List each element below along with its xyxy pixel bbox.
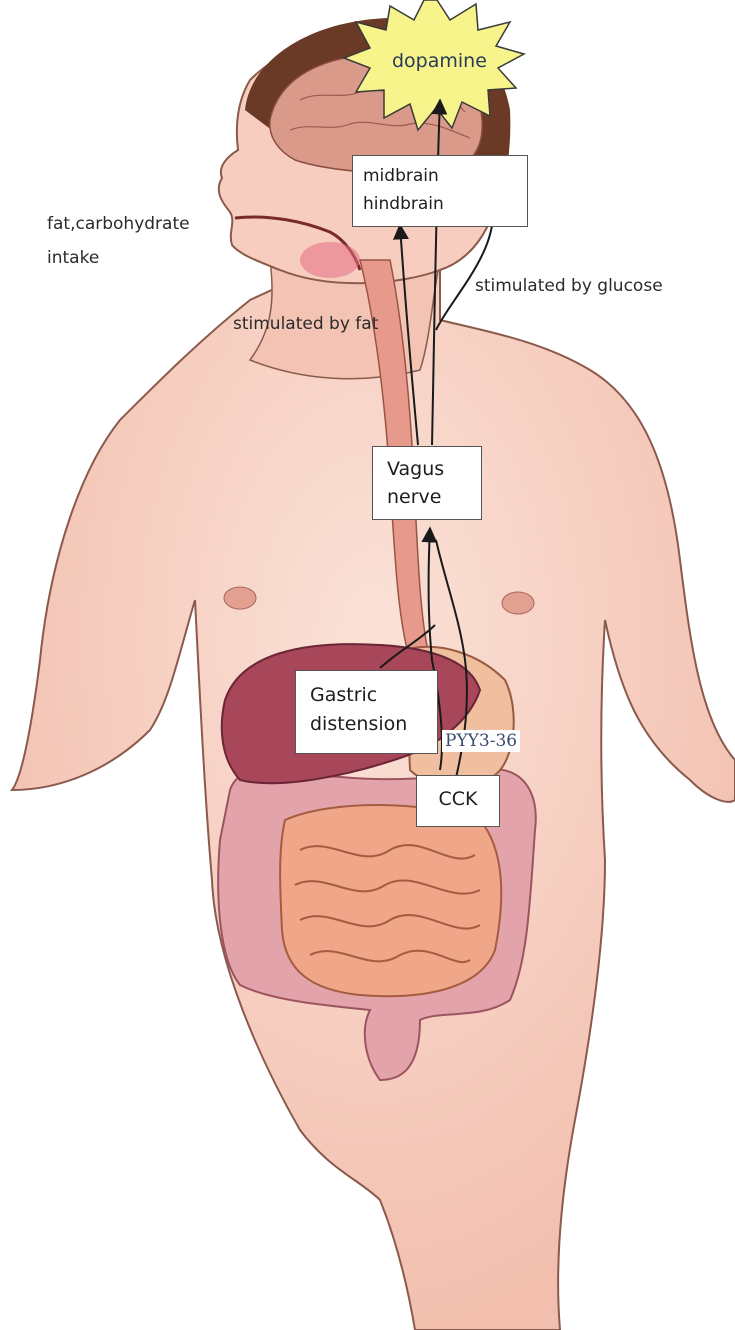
pyy-label: PYY3-36	[442, 730, 520, 752]
gastric-label-line1: Gastric	[310, 681, 423, 710]
fat-carb-intake-label: fat,carbohydrate intake	[47, 207, 190, 275]
cck-box: CCK	[416, 775, 500, 827]
stimulated-by-fat-label: stimulated by fat	[233, 314, 378, 334]
vagus-nerve-box: Vagus nerve	[372, 446, 482, 520]
stimulated-by-glucose-label: stimulated by glucose	[475, 276, 663, 296]
gastric-label-line2: distension	[310, 710, 423, 739]
midbrain-label: midbrain	[363, 162, 517, 190]
fat-carb-line2: intake	[47, 241, 190, 275]
fat-carb-line1: fat,carbohydrate	[47, 207, 190, 241]
dopamine-label: dopamine	[392, 50, 487, 72]
vagus-label-line2: nerve	[387, 483, 467, 511]
cck-label: CCK	[417, 788, 499, 810]
midbrain-hindbrain-box: midbrain hindbrain	[352, 155, 528, 227]
small-intestine	[280, 805, 501, 996]
gastric-distension-box: Gastric distension	[295, 670, 438, 754]
vagus-label-line1: Vagus	[387, 455, 467, 483]
hindbrain-label: hindbrain	[363, 190, 517, 218]
